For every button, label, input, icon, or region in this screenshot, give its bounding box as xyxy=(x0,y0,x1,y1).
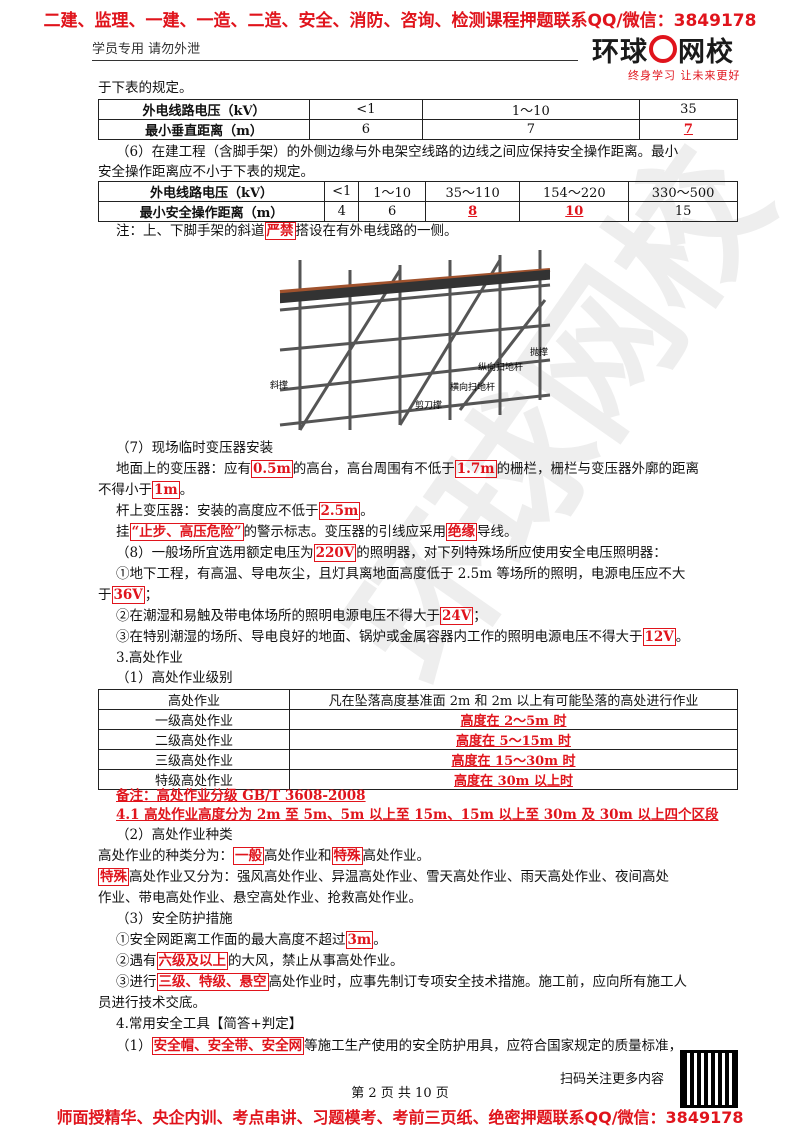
section-heading: 3.高处作业 xyxy=(116,650,183,666)
scaffold-figure: 纵向扫地杆 横向扫地杆 剪刀撑 抛撑 斜撑 xyxy=(270,250,551,431)
table-safe-distance: 外电线路电压（kV） <1 1～10 35～110 154～220 330～50… xyxy=(98,181,738,222)
section-heading: （7）现场临时变压器安装 xyxy=(116,440,274,456)
table-height-work-grade: 高处作业 凡在坠落高度基准面 2m 和 2m 以上有可能坠落的高处进行作业 一级… xyxy=(98,689,738,790)
paragraph: ②遇有六级及以上的大风，禁止从事高处作业。 xyxy=(116,952,404,970)
svg-text:纵向扫地杆: 纵向扫地杆 xyxy=(478,361,523,373)
paragraph: （1）安全帽、安全带、安全网等施工生产使用的安全防护用具，应符合国家规定的质量标… xyxy=(116,1037,683,1055)
paragraph: 安全操作距离应不小于下表的规定。 xyxy=(98,164,314,180)
paragraph: 高处作业的种类分为：一般高处作业和特殊高处作业。 xyxy=(98,847,430,865)
section-heading: （2）高处作业种类 xyxy=(116,827,233,843)
page-number: 第 2 页 共 10 页 xyxy=(351,1086,449,1101)
svg-text:横向扫地杆: 横向扫地杆 xyxy=(450,381,495,393)
svg-text:剪刀撑: 剪刀撑 xyxy=(415,399,442,411)
paragraph: 挂“止步、高压危险”的警示标志。变压器的引线应采用绝缘导线。 xyxy=(116,523,518,541)
header-label: 学员专用 请勿外泄 xyxy=(92,42,201,57)
paragraph: 特殊高处作业又分为：强风高处作业、异温高处作业、雪天高处作业、雨天高处作业、夜间… xyxy=(98,868,669,886)
note: 注：上、下脚手架的斜道严禁搭设在有外电线路的一侧。 xyxy=(116,222,458,240)
section-heading: 4.常用安全工具【简答+判定】 xyxy=(116,1016,303,1032)
bottom-banner: 师面授精华、央企内训、考点串讲、习题模考、考前三页纸、绝密押题联系QQ/微信：3… xyxy=(56,1108,744,1127)
paragraph: （6）在建工程（含脚手架）的外侧边缘与外电架空线路的边线之间应保持安全操作距离。… xyxy=(116,144,679,160)
paragraph: 员进行技术交底。 xyxy=(98,995,206,1011)
paragraph: 于下表的规定。 xyxy=(98,80,193,96)
svg-text:斜撑: 斜撑 xyxy=(270,379,288,391)
header-divider xyxy=(92,60,578,61)
brand-logo: 环球网校 终身学习 让未来更好 xyxy=(592,35,741,82)
paragraph: ③进行三级、特级、悬空高处作业时，应事先制订专项安全技术措施。施工前，应向所有施… xyxy=(116,973,687,991)
paragraph: 作业、带电高处作业、悬空高处作业、抢救高处作业。 xyxy=(98,890,422,906)
svg-text:抛撑: 抛撑 xyxy=(530,346,548,358)
top-banner: 二建、监理、一建、一造、二造、安全、消防、咨询、检测课程押题联系QQ/微信：38… xyxy=(43,11,757,31)
section-heading: （1）高处作业级别 xyxy=(116,670,233,686)
scan-hint: 扫码关注更多内容 xyxy=(560,1072,665,1087)
paragraph: ①地下工程，有高温、导电灰尘，且灯具离地面高度低于 2.5m 等场所的照明，电源… xyxy=(116,566,686,582)
qr-code-icon[interactable] xyxy=(680,1050,738,1108)
table-vertical-distance: 外电线路电压（kV） <1 1～10 35 最小垂直距离（m） 6 7 7 xyxy=(98,99,739,140)
remark: 4.1 高处作业高度分为 2m 至 5m、5m 以上至 15m、15m 以上至 … xyxy=(116,807,719,823)
remark: 备注：高处作业分级 GB/T 3608-2008 xyxy=(116,788,366,804)
section-heading: （3）安全防护措施 xyxy=(116,911,233,927)
